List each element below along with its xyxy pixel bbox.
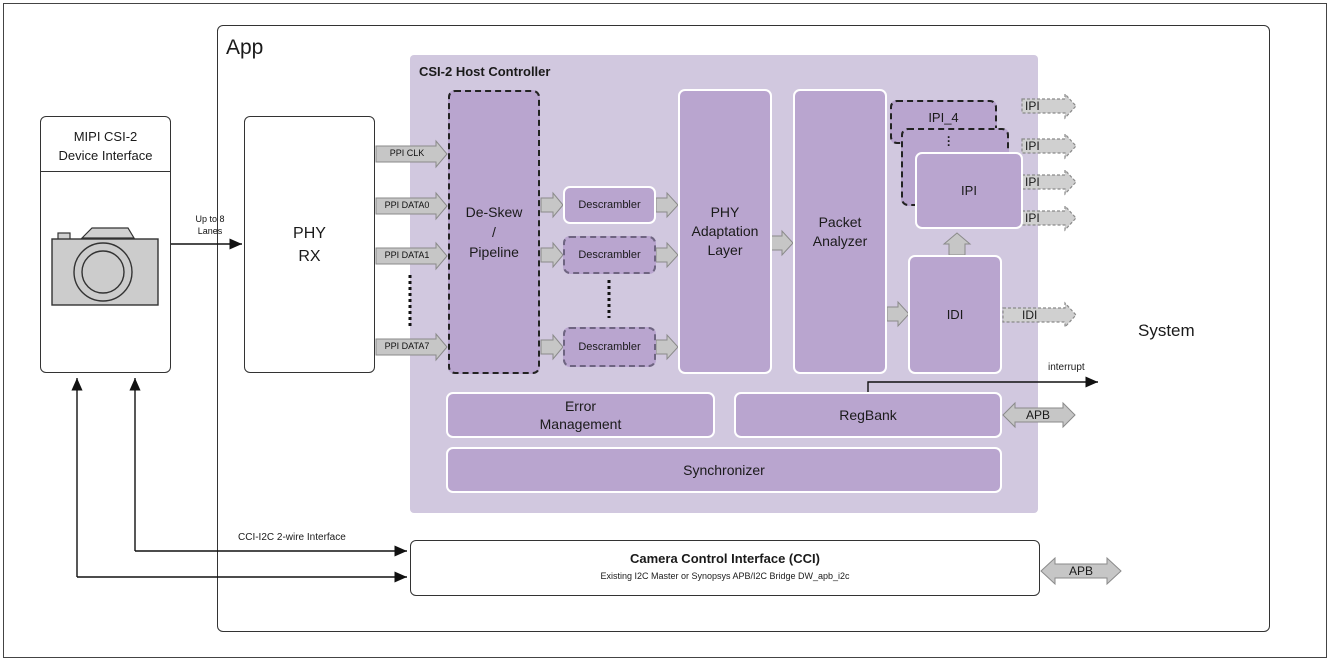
- cci-i2c-label: CCI-I2C 2-wire Interface: [238, 532, 346, 543]
- output-ipi-1: IPI: [1025, 99, 1040, 113]
- ppi-data7-label: PPI DATA7: [384, 341, 430, 351]
- output-ipi-2: IPI: [1025, 139, 1040, 153]
- deskew-pipeline: De-Skew / Pipeline: [448, 90, 540, 374]
- cci-subtitle: Existing I2C Master or Synopsys APB/I2C …: [600, 571, 850, 581]
- interrupt-label: interrupt: [1048, 362, 1085, 373]
- phy-adaptation-layer: PHY Adaptation Layer: [678, 89, 772, 374]
- cci-title: Camera Control Interface (CCI): [630, 551, 820, 566]
- regbank: RegBank: [734, 392, 1002, 438]
- apb-cci-label: APB: [1069, 564, 1094, 578]
- packet-analyzer: Packet Analyzer: [793, 89, 887, 374]
- descrambler-7: Descrambler: [563, 327, 656, 367]
- error-management: Error Management: [446, 392, 715, 438]
- descrambler-0: Descrambler: [563, 186, 656, 224]
- apb-regbank-label: APB: [1026, 408, 1051, 422]
- ipi-stack-dots: ...: [947, 127, 951, 149]
- synchronizer: Synchronizer: [446, 447, 1002, 493]
- idi-block: IDI: [908, 255, 1002, 374]
- ppi-clk-label: PPI CLK: [389, 148, 425, 158]
- mipi-device-title: MIPI CSI-2 Device Interface: [40, 116, 171, 172]
- system-label: System: [1138, 321, 1195, 340]
- ppi-data1-label: PPI DATA1: [384, 250, 430, 260]
- app-label: App: [226, 36, 264, 59]
- output-ipi-3: IPI: [1025, 175, 1040, 189]
- phy-rx: PHY RX: [244, 116, 375, 373]
- output-ipi-4: IPI: [1025, 211, 1040, 225]
- output-idi: IDI: [1022, 308, 1038, 322]
- ppi-data0-label: PPI DATA0: [384, 200, 430, 210]
- camera-control-interface: Camera Control Interface (CCI) Existing …: [410, 540, 1040, 596]
- lanes-label: Up to 8 Lanes: [195, 214, 225, 236]
- csi2-host-controller-label: CSI-2 Host Controller: [419, 64, 551, 79]
- descrambler-1: Descrambler: [563, 236, 656, 274]
- diagram-frame: [3, 3, 1327, 658]
- ipi-block: IPI: [915, 152, 1023, 229]
